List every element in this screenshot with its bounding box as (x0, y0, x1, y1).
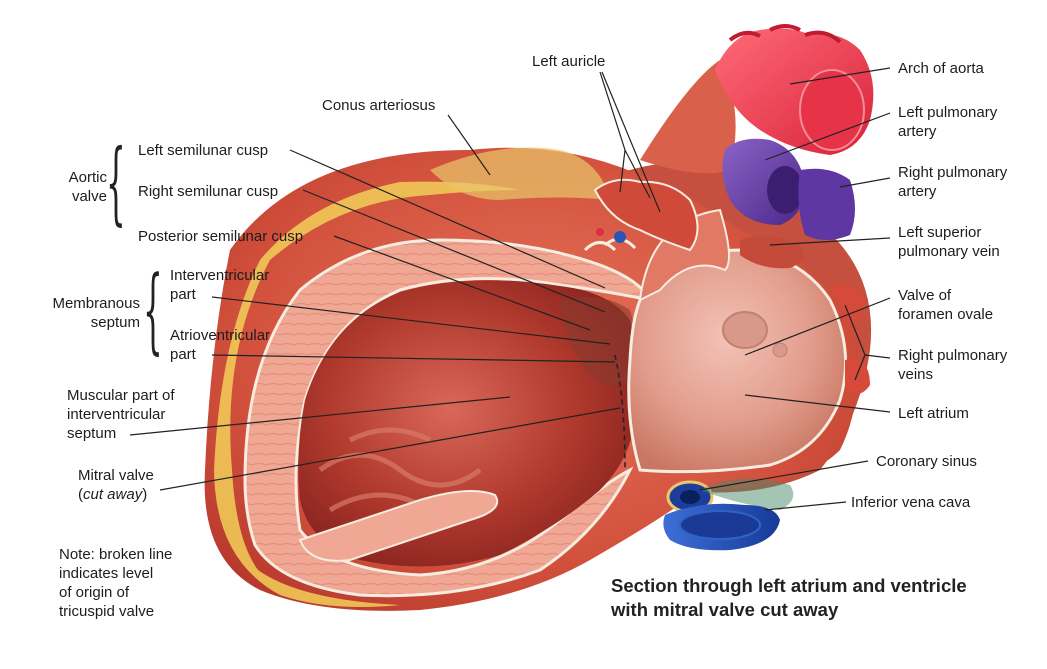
atrial-wall (638, 208, 730, 302)
foramen-ovale-valve (722, 311, 768, 349)
label-left-semilunar-cusp: Left semilunar cusp (138, 142, 269, 159)
paren-open: ( (78, 486, 83, 503)
label-inferior-vena-cava: Inferior vena cava (851, 494, 971, 511)
label-line: Right pulmonary (898, 164, 1008, 181)
label-right-semilunar-cusp: Right semilunar cusp (138, 183, 279, 200)
label-right-pulmonary-veins: Right pulmonary veins (898, 346, 1007, 384)
paren-close: ) (142, 486, 148, 503)
label-line: foramen ovale (898, 306, 994, 323)
label-atrioventricular-part: Atrioventricular part (170, 326, 270, 364)
label-left-atrium: Left atrium (898, 405, 969, 422)
label-line: Mitral valve (78, 467, 154, 484)
leader-lines (129, 67, 891, 511)
left-auricle (593, 178, 699, 252)
label-line: Left superior (898, 224, 982, 241)
label-line: part (170, 346, 196, 363)
label-muscular-part: Muscular part of interventricular septum (67, 386, 175, 443)
label-line: Valve of (898, 287, 952, 304)
label-posterior-semilunar-cusp: Posterior semilunar cusp (138, 228, 304, 245)
tricuspid-origin-broken-line (614, 354, 626, 471)
note-line: tricuspid valve (59, 603, 155, 620)
cut-away-text: cut away (83, 486, 143, 503)
note-line: Note: broken line (59, 546, 173, 563)
label-line: part (170, 286, 196, 303)
label-line: Interventricular (170, 267, 270, 284)
label-arch-of-aorta: Arch of aorta (898, 60, 984, 77)
aortic-valve-brace: { (106, 129, 126, 236)
label-line: Muscular part of (67, 387, 175, 404)
note-line: indicates level (59, 565, 154, 582)
label-line: septum (67, 425, 117, 442)
note-text: Note: broken line indicates level of ori… (59, 545, 172, 621)
label-line: pulmonary vein (898, 243, 1000, 260)
label-conus-arteriosus: Conus arteriosus (322, 97, 436, 114)
caption-line-2: with mitral valve cut away (611, 599, 839, 620)
label-line: artery (898, 183, 937, 200)
label-line: valve (71, 188, 107, 205)
conus-fat (430, 147, 610, 200)
label-left-superior-pulmonary-vein: Left superior pulmonary vein (898, 223, 1000, 261)
label-line: Right pulmonary (898, 347, 1008, 364)
caption-line-1: Section through left atrium and ventricl… (611, 575, 967, 596)
label-line: veins (898, 366, 934, 383)
label-right-pulmonary-artery: Right pulmonary artery (898, 163, 1007, 201)
right-pulmonary-artery (798, 168, 855, 240)
label-coronary-sinus: Coronary sinus (876, 453, 977, 470)
label-interventricular-part: Interventricular part (170, 266, 269, 304)
label-line: Membranous (52, 295, 140, 312)
epicardial-fat (214, 181, 520, 608)
label-line: (cut away) (78, 486, 147, 503)
label-membranous-septum: Membranous septum (32, 294, 140, 332)
label-line: septum (90, 314, 140, 331)
note-line: of origin of (59, 584, 130, 601)
label-left-pulmonary-artery: Left pulmonary artery (898, 103, 997, 141)
label-line: Aortic (68, 169, 107, 186)
label-valve-of-foramen-ovale: Valve of foramen ovale (898, 286, 993, 324)
label-line: Left pulmonary (898, 104, 998, 121)
label-mitral-valve: Mitral valve (cut away) (78, 466, 154, 504)
ventricle-cut-surface (243, 238, 653, 598)
figure-caption: Section through left atrium and ventricl… (611, 574, 967, 622)
label-left-auricle: Left auricle (532, 53, 606, 70)
label-line: Atrioventricular (170, 327, 271, 344)
label-line: interventricular (67, 406, 166, 423)
membranous-septum-brace: { (143, 255, 163, 365)
conus-arteriosus (640, 60, 736, 174)
papillary-muscle (298, 490, 499, 562)
label-line: artery (898, 123, 937, 140)
label-aortic-valve: Aortic valve (55, 168, 107, 206)
